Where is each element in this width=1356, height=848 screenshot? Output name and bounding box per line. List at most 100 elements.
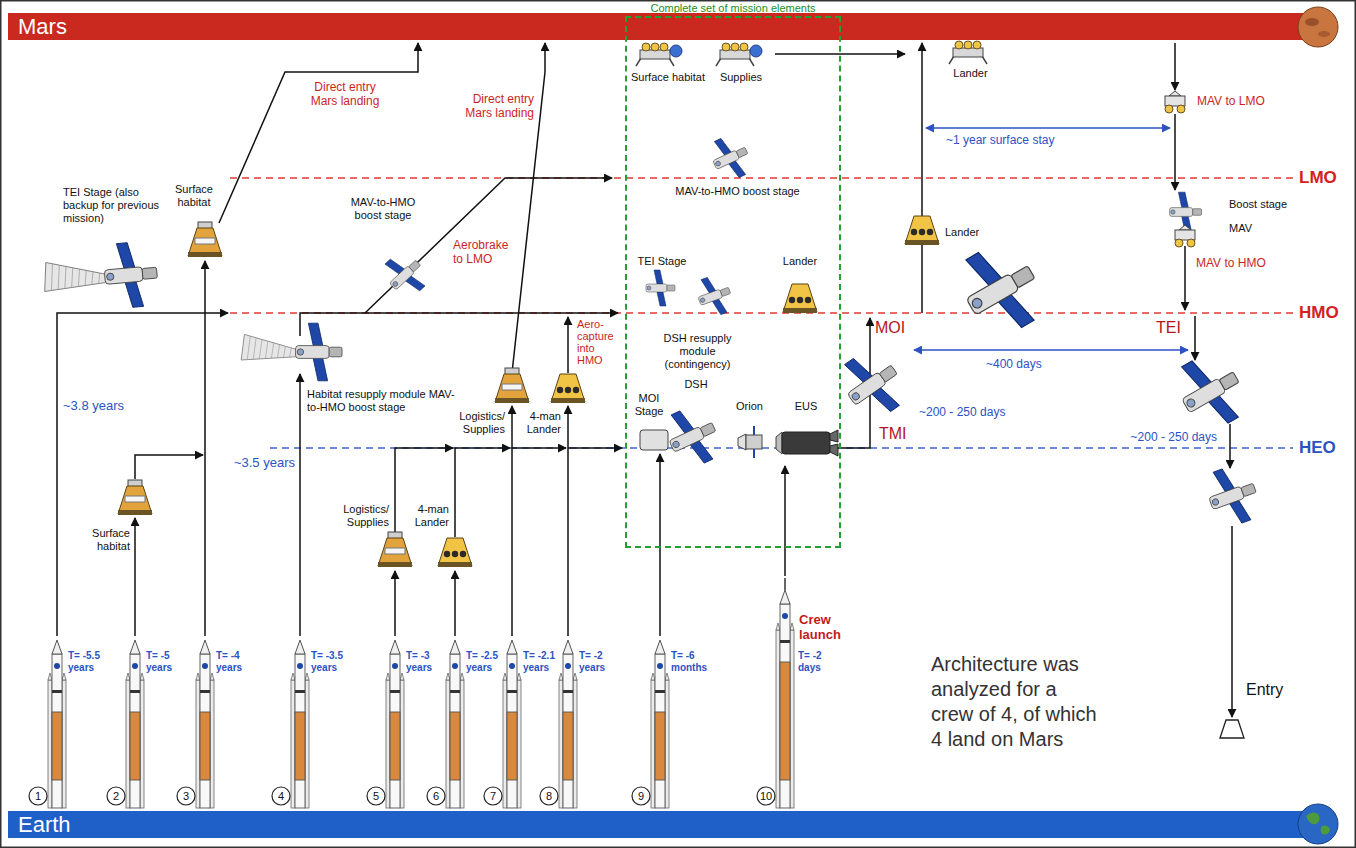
part-name: DSH	[676, 378, 716, 391]
ascent-vehicle	[1165, 96, 1185, 106]
deep-space-habitat	[672, 440, 681, 449]
launch-vehicle	[563, 640, 573, 654]
flow-arrow	[568, 447, 622, 449]
orion-capsule	[746, 435, 762, 449]
launch-vehicle	[784, 578, 786, 590]
orbit-label: HMO	[1298, 303, 1340, 323]
launch-vehicle	[126, 680, 130, 808]
habitat-resupply-module	[253, 338, 256, 360]
tei-stage	[142, 267, 157, 279]
ascent-vehicle	[1175, 225, 1195, 247]
habitat-resupply-module	[329, 347, 342, 357]
launch-vehicle	[460, 673, 464, 680]
boost-stage	[1170, 192, 1202, 232]
upper-stage	[782, 432, 830, 454]
boost-stage	[1193, 209, 1202, 216]
crew-lander	[905, 216, 939, 244]
launch-vehicle	[400, 673, 404, 680]
orion-capsule	[753, 426, 755, 435]
duration: ~200 - 250 days	[1118, 430, 1218, 444]
tei-stage	[646, 284, 667, 292]
launch-vehicle	[48, 680, 52, 808]
launch-vehicle	[130, 640, 140, 654]
launch-vehicle	[200, 640, 210, 654]
tei-stage	[42, 257, 107, 291]
mars-transfer-vehicle	[1168, 346, 1254, 437]
launch-vehicle	[507, 640, 517, 654]
callout-number: 5	[366, 789, 386, 803]
mars-lander	[973, 41, 981, 49]
launch-vehicle	[655, 712, 665, 780]
tei-stage	[104, 267, 143, 285]
surface-habitat	[651, 43, 659, 51]
habitat-lander	[195, 238, 215, 244]
callout-circle	[29, 787, 775, 805]
launch-vehicle	[291, 680, 295, 808]
habitat-lander	[118, 480, 152, 515]
crew-lander	[438, 538, 472, 567]
ascent-vehicle	[1187, 239, 1195, 247]
tei-stage	[63, 266, 68, 288]
surface-habitat	[660, 43, 668, 51]
flow-arrow	[135, 455, 203, 479]
habitat-resupply-module	[259, 339, 262, 358]
launch-vehicle	[790, 630, 794, 808]
flow-arrow	[204, 261, 206, 636]
launch-vehicle	[295, 690, 305, 693]
launch-vehicle	[126, 673, 130, 680]
tei-stage	[70, 268, 74, 288]
crew-lander	[797, 297, 803, 303]
launch-vehicle	[450, 640, 460, 654]
flow-arrow	[921, 43, 923, 313]
habitat-lander	[495, 398, 529, 403]
deep-space-habitat	[660, 401, 726, 473]
launch-vehicle	[559, 673, 563, 680]
moi-stage	[640, 430, 668, 450]
mars-transfer-vehicle	[1182, 378, 1226, 413]
launch-vehicle	[130, 654, 140, 808]
habitat-lander	[118, 486, 152, 514]
launch-vehicle	[52, 654, 62, 808]
habitat-resupply-module	[271, 343, 273, 358]
launch-vehicle	[200, 712, 210, 780]
launch-vehicle	[295, 712, 305, 780]
launch-time: T= -5 years	[146, 650, 186, 674]
launch-vehicle	[450, 654, 460, 808]
mars-transfer-vehicle	[851, 391, 861, 401]
launch-vehicle	[202, 663, 208, 669]
flow-arrow	[57, 313, 228, 636]
mars-lander	[949, 41, 987, 64]
tei-stage	[41, 240, 160, 314]
launch-vehicle	[651, 640, 669, 808]
callout-circle	[540, 787, 558, 805]
launch-vehicle	[776, 630, 780, 808]
part-name: Surface habitat	[629, 71, 707, 84]
part-name: DSH resupply module (contingency)	[655, 332, 740, 371]
launch-vehicle	[62, 673, 66, 680]
launch-vehicle	[446, 673, 450, 680]
mars-transfer-vehicle	[971, 297, 984, 310]
crew-lander	[905, 216, 939, 245]
launch-vehicle	[62, 680, 66, 808]
crew-lander	[444, 551, 450, 557]
mars-transfer-vehicle	[879, 365, 897, 382]
part-name: Logistics/ Supplies	[454, 410, 506, 436]
upper-stage	[776, 432, 782, 454]
part-name: MAV	[1228, 222, 1253, 235]
crew-lander	[551, 374, 585, 403]
crew-lander	[927, 229, 933, 235]
launch-time: T= -4 years	[216, 650, 256, 674]
launch-vehicle	[517, 680, 521, 808]
callout-number: 10	[756, 789, 776, 803]
launch-vehicle	[52, 712, 62, 780]
flow-arrow	[512, 447, 566, 449]
habitat-lander	[378, 532, 412, 567]
flow-arrow	[395, 448, 453, 537]
tei-stage	[56, 265, 61, 289]
crew-lander	[460, 551, 466, 557]
part-name: Surface habitat	[76, 527, 131, 553]
habitat-resupply-module	[308, 323, 322, 345]
callout-circle	[107, 787, 125, 805]
